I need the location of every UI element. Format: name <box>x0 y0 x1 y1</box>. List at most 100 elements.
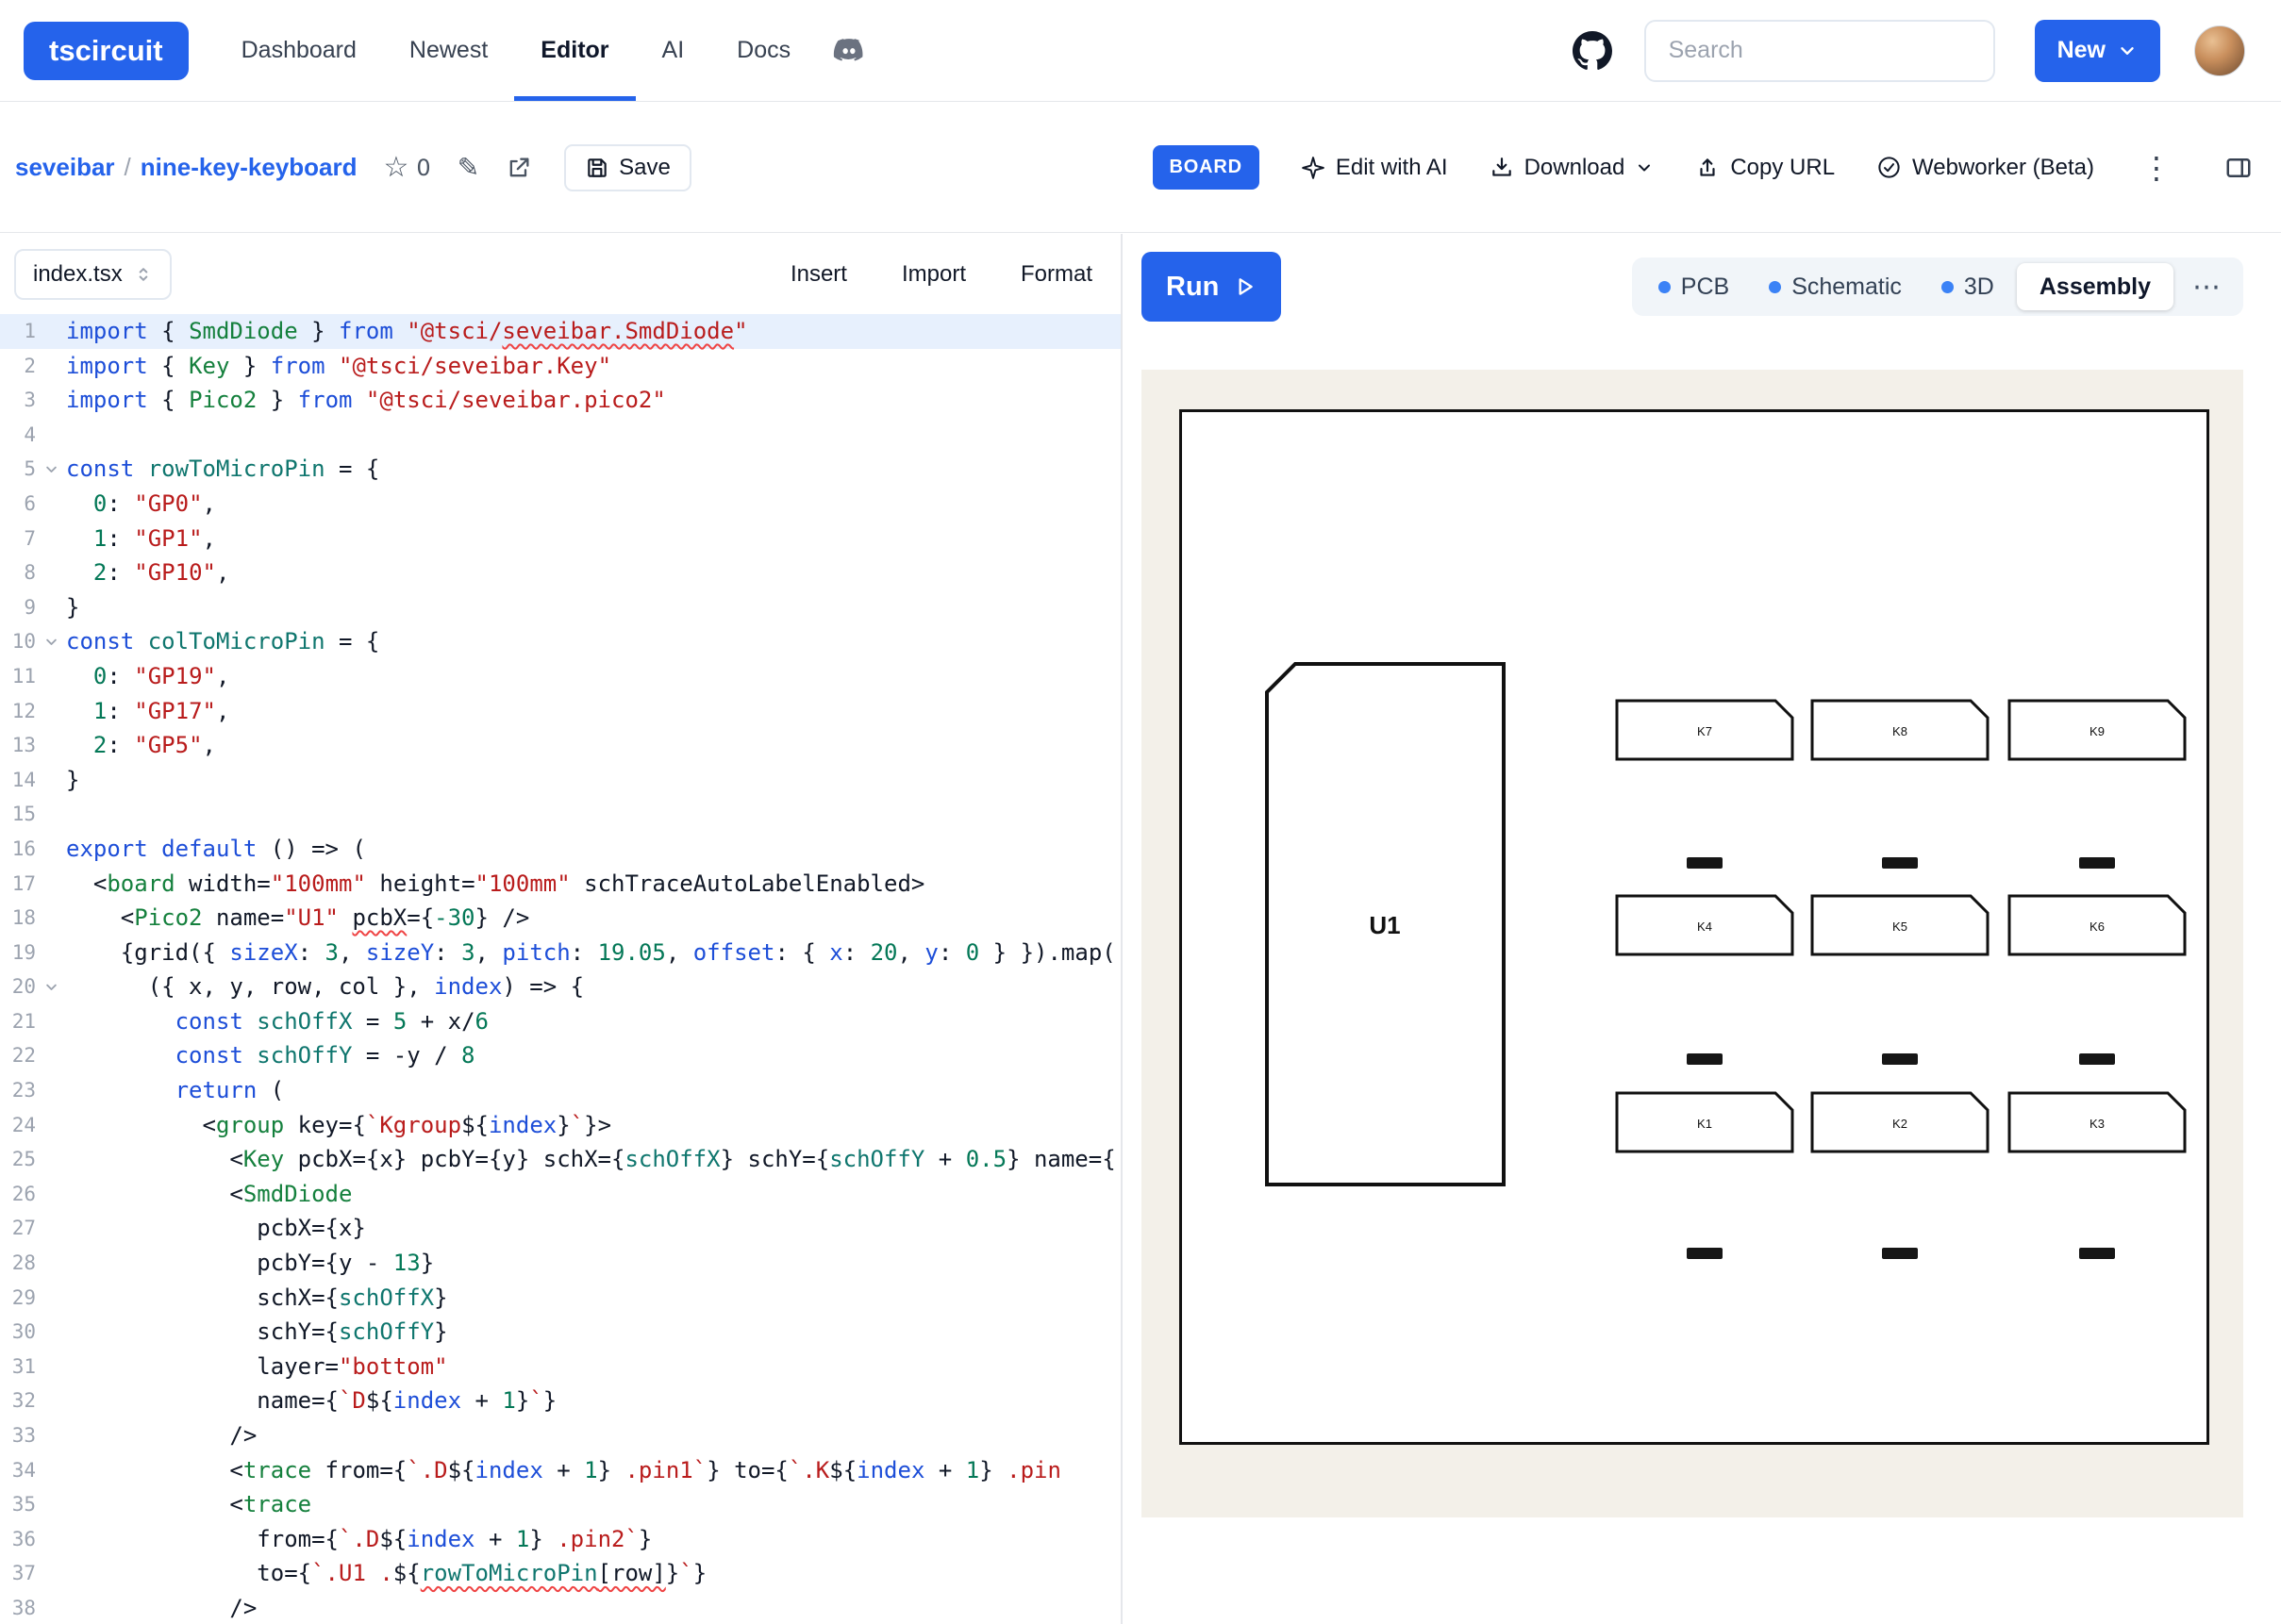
copy-url-button[interactable]: Copy URL <box>1695 155 1835 181</box>
tab-3d[interactable]: 3D <box>1924 263 2011 310</box>
code-line[interactable]: 14} <box>0 763 1121 798</box>
code-line[interactable]: 18 <Pico2 name="U1" pcbX={-30} /> <box>0 901 1121 936</box>
tab-schematic[interactable]: Schematic <box>1752 263 1919 310</box>
fold-chevron-icon[interactable] <box>36 624 66 659</box>
key-K6[interactable] <box>2007 894 2187 956</box>
board-badge[interactable]: BOARD <box>1152 145 1259 190</box>
key-K3[interactable] <box>2007 1091 2187 1153</box>
code-line[interactable]: 33 /> <box>0 1418 1121 1453</box>
code-line[interactable]: 23 return ( <box>0 1073 1121 1108</box>
import-button[interactable]: Import <box>901 260 966 287</box>
fold-chevron-icon[interactable] <box>36 969 66 1004</box>
code-line[interactable]: 27 pcbX={x} <box>0 1211 1121 1246</box>
code-line[interactable]: 25 <Key pcbX={x} pcbY={y} schX={schOffX}… <box>0 1142 1121 1177</box>
code-line[interactable]: 17 <board width="100mm" height="100mm" s… <box>0 867 1121 902</box>
discord-icon[interactable] <box>817 0 881 101</box>
insert-button[interactable]: Insert <box>790 260 847 287</box>
diode[interactable] <box>1882 1053 1918 1065</box>
code-line[interactable]: 7 1: "GP1", <box>0 522 1121 556</box>
diode[interactable] <box>2079 1053 2115 1065</box>
breadcrumb-owner[interactable]: seveibar <box>15 153 115 181</box>
format-button[interactable]: Format <box>1020 260 1092 287</box>
edit-with-ai-button[interactable]: Edit with AI <box>1301 155 1448 181</box>
code-line[interactable]: 30 schY={schOffY} <box>0 1315 1121 1350</box>
nav-item-ai[interactable]: AI <box>661 37 685 63</box>
key-K2[interactable] <box>1810 1091 1990 1153</box>
gutter-spacer <box>36 349 66 384</box>
u1-chip[interactable] <box>1265 662 1506 1186</box>
webworker-button[interactable]: Webworker (Beta) <box>1876 155 2094 181</box>
key-K7[interactable] <box>1615 699 1794 761</box>
key-K5[interactable] <box>1810 894 1990 956</box>
code-line[interactable]: 29 schX={schOffX} <box>0 1281 1121 1316</box>
nav-item-newest[interactable]: Newest <box>408 37 489 63</box>
code-line[interactable]: 9} <box>0 590 1121 625</box>
code-line[interactable]: 6 0: "GP0", <box>0 487 1121 522</box>
more-views-button[interactable]: ⋯ <box>2192 270 2221 304</box>
code-line[interactable]: 38 /> <box>0 1591 1121 1624</box>
tab-pcb[interactable]: PCB <box>1641 263 1746 310</box>
code-line[interactable]: 32 name={`D${index + 1}`} <box>0 1384 1121 1418</box>
star-button[interactable]: ☆ 0 <box>384 151 431 184</box>
run-button[interactable]: Run <box>1141 252 1282 322</box>
diode[interactable] <box>2079 857 2115 869</box>
key-K8[interactable] <box>1810 699 1990 761</box>
share-button[interactable] <box>506 155 532 181</box>
code-line[interactable]: 19 {grid({ sizeX: 3, sizeY: 3, pitch: 19… <box>0 936 1121 970</box>
code-line[interactable]: 21 const schOffX = 5 + x/6 <box>0 1004 1121 1039</box>
more-options-button[interactable]: ⋮ <box>2141 149 2172 186</box>
code-line[interactable]: 24 <group key={`Kgroup${index}`}> <box>0 1108 1121 1143</box>
key-K1[interactable] <box>1615 1091 1794 1153</box>
code-line[interactable]: 28 pcbY={y - 13} <box>0 1246 1121 1281</box>
github-icon[interactable] <box>1572 0 1612 101</box>
file-tab[interactable]: index.tsx <box>14 248 172 300</box>
code-line[interactable]: 31 layer="bottom" <box>0 1350 1121 1384</box>
navbar: tscircuit Dashboard Newest Editor AI Doc… <box>0 0 2281 102</box>
nav-item-dashboard[interactable]: Dashboard <box>241 37 357 63</box>
tscircuit-logo[interactable]: tscircuit <box>24 21 189 80</box>
code-line[interactable]: 37 to={`.U1 .${rowToMicroPin[row]}`} <box>0 1556 1121 1591</box>
code-line[interactable]: 4 <box>0 418 1121 453</box>
panel-toggle-button[interactable] <box>2224 154 2253 182</box>
diode[interactable] <box>1687 1248 1723 1259</box>
download-button[interactable]: Download <box>1490 155 1655 181</box>
key-K9[interactable] <box>2007 699 2187 761</box>
rename-button[interactable]: ✎ <box>458 152 479 183</box>
diode[interactable] <box>2079 1248 2115 1259</box>
breadcrumb-project[interactable]: nine-key-keyboard <box>140 153 358 181</box>
code-line[interactable]: 34 <trace from={`.D${index + 1} .pin1`} … <box>0 1453 1121 1488</box>
save-button[interactable]: Save <box>564 143 691 191</box>
user-avatar[interactable] <box>2194 25 2245 76</box>
code-line[interactable]: 20 ({ x, y, row, col }, index) => { <box>0 969 1121 1004</box>
download-label: Download <box>1523 154 1625 180</box>
code-line[interactable]: 12 1: "GP17", <box>0 694 1121 729</box>
diode[interactable] <box>1882 857 1918 869</box>
code-line[interactable]: 22 const schOffY = -y / 8 <box>0 1038 1121 1073</box>
code-line[interactable]: 13 2: "GP5", <box>0 728 1121 763</box>
diode[interactable] <box>1687 857 1723 869</box>
nav-item-docs[interactable]: Docs <box>737 37 791 63</box>
nav-item-editor[interactable]: Editor <box>514 0 635 101</box>
code-line[interactable]: 15 <box>0 797 1121 832</box>
code-line[interactable]: 11 0: "GP19", <box>0 659 1121 694</box>
code-line[interactable]: 35 <trace <box>0 1487 1121 1522</box>
fold-chevron-icon[interactable] <box>36 452 66 487</box>
new-button[interactable]: New <box>2034 19 2160 82</box>
search-input[interactable] <box>1643 19 1995 82</box>
code-line[interactable]: 8 2: "GP10", <box>0 555 1121 590</box>
code-line[interactable]: 36 from={`.D${index + 1} .pin2`} <box>0 1522 1121 1557</box>
diode[interactable] <box>1882 1248 1918 1259</box>
tab-assembly[interactable]: Assembly <box>2016 263 2173 310</box>
key-K4[interactable] <box>1615 894 1794 956</box>
diode[interactable] <box>1687 1053 1723 1065</box>
code-line[interactable]: 26 <SmdDiode <box>0 1177 1121 1212</box>
